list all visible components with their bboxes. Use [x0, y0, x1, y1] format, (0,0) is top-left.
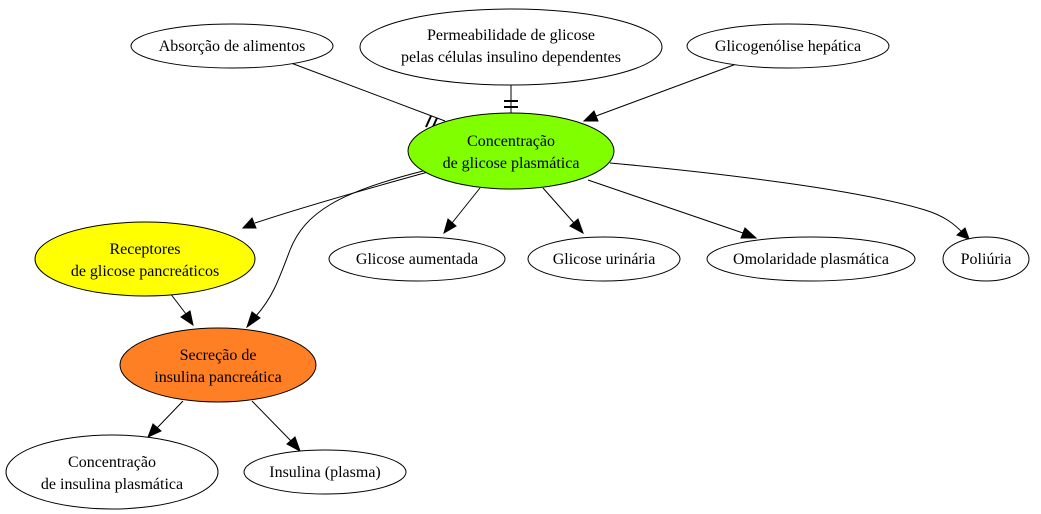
- node-label: Concentração: [467, 133, 555, 150]
- edge-concentracao-glicose-to-receptores: [241, 171, 429, 229]
- node-label: Absorção de alimentos: [159, 38, 306, 55]
- node-label: de glicose pancreáticos: [71, 263, 219, 280]
- node-glicogenolise-hepatica: Glicogenólise hepática: [686, 23, 890, 69]
- node-ellipse: [706, 236, 916, 282]
- node-label: Permeabilidade de glicose: [427, 27, 595, 44]
- edge-concentracao-glicose-to-glicose-aumentada: [443, 187, 481, 235]
- node-ellipse: [243, 449, 407, 495]
- node-glicose-aumentada: Glicose aumentada: [328, 236, 506, 282]
- node-secrecao-de-insulina-pancreatica: Secreção de insulina pancreática: [119, 327, 317, 403]
- node-label: Receptores: [109, 241, 180, 258]
- node-insulina-plasma: Insulina (plasma): [243, 449, 407, 495]
- node-poliuria: Poliúria: [942, 236, 1030, 282]
- node-concentracao-de-glicose-plasmatica: Concentração de glicose plasmática: [407, 112, 615, 190]
- edge-glicogenolise-to-concentracao-glicose: [582, 62, 740, 122]
- node-ellipse: [686, 23, 890, 69]
- node-label: Omolaridade plasmática: [733, 251, 889, 268]
- node-label: de glicose plasmática: [443, 155, 580, 172]
- node-label: Glicose aumentada: [356, 251, 478, 268]
- node-label: Concentração: [68, 454, 156, 471]
- node-ellipse: [942, 236, 1030, 282]
- node-label: Secreção de: [180, 347, 257, 364]
- node-label: Glicogenólise hepática: [715, 38, 861, 55]
- arrow-head: [569, 218, 584, 235]
- edge-permeabilidade-to-concentracao-glicose: [504, 84, 518, 114]
- arrow-head: [241, 217, 257, 229]
- edge-concentracao-glicose-to-osmolaridade: [587, 179, 758, 239]
- node-label: pelas células insulino dependentes: [401, 49, 621, 66]
- arrow-head: [246, 311, 261, 329]
- edge-concentracao-glicose-to-secrecao: [246, 170, 424, 329]
- node-ellipse: [407, 112, 615, 190]
- edge-secrecao-to-insulina-plasma: [251, 400, 301, 453]
- node-ellipse: [527, 236, 681, 282]
- node-concentracao-de-insulina-plasmatica: Concentração de insulina plasmática: [5, 434, 219, 510]
- node-ellipse: [34, 221, 256, 297]
- arrow-head: [956, 227, 970, 240]
- arrow-head: [286, 436, 301, 453]
- node-label: insulina pancreática: [154, 369, 282, 386]
- arrow-head: [180, 310, 194, 327]
- double-slash-marker: [425, 115, 432, 128]
- node-ellipse: [5, 434, 219, 510]
- edge-concentracao-glicose-to-glicose-urinaria: [542, 187, 584, 235]
- edges: [147, 62, 970, 453]
- node-ellipse: [119, 327, 317, 403]
- node-receptores-de-glicose-pancreaticos: Receptores de glicose pancreáticos: [34, 221, 256, 297]
- node-permeabilidade-de-glicose: Permeabilidade de glicose pelas células …: [359, 8, 663, 86]
- node-glicose-urinaria: Glicose urinária: [527, 236, 681, 282]
- node-ellipse: [130, 23, 334, 69]
- arrow-head: [443, 218, 457, 235]
- node-absorcao-de-alimentos: Absorção de alimentos: [130, 23, 334, 69]
- node-label: Poliúria: [961, 251, 1012, 268]
- node-label: Glicose urinária: [553, 251, 656, 268]
- node-ellipse: [328, 236, 506, 282]
- edge-concentracao-glicose-to-poliuria: [609, 162, 970, 240]
- node-label: Insulina (plasma): [269, 464, 381, 481]
- node-ellipse: [359, 8, 663, 86]
- node-omolaridade-plasmatica: Omolaridade plasmática: [706, 236, 916, 282]
- arrow-head: [740, 227, 758, 239]
- nodes: Absorção de alimentos Permeabilidade de …: [5, 8, 1030, 510]
- edge-secrecao-to-concentracao-insulina: [147, 400, 184, 438]
- edge-receptores-to-secrecao: [169, 292, 194, 327]
- arrow-head: [147, 423, 162, 438]
- arrow-head: [582, 110, 599, 122]
- node-label: de insulina plasmática: [41, 476, 183, 493]
